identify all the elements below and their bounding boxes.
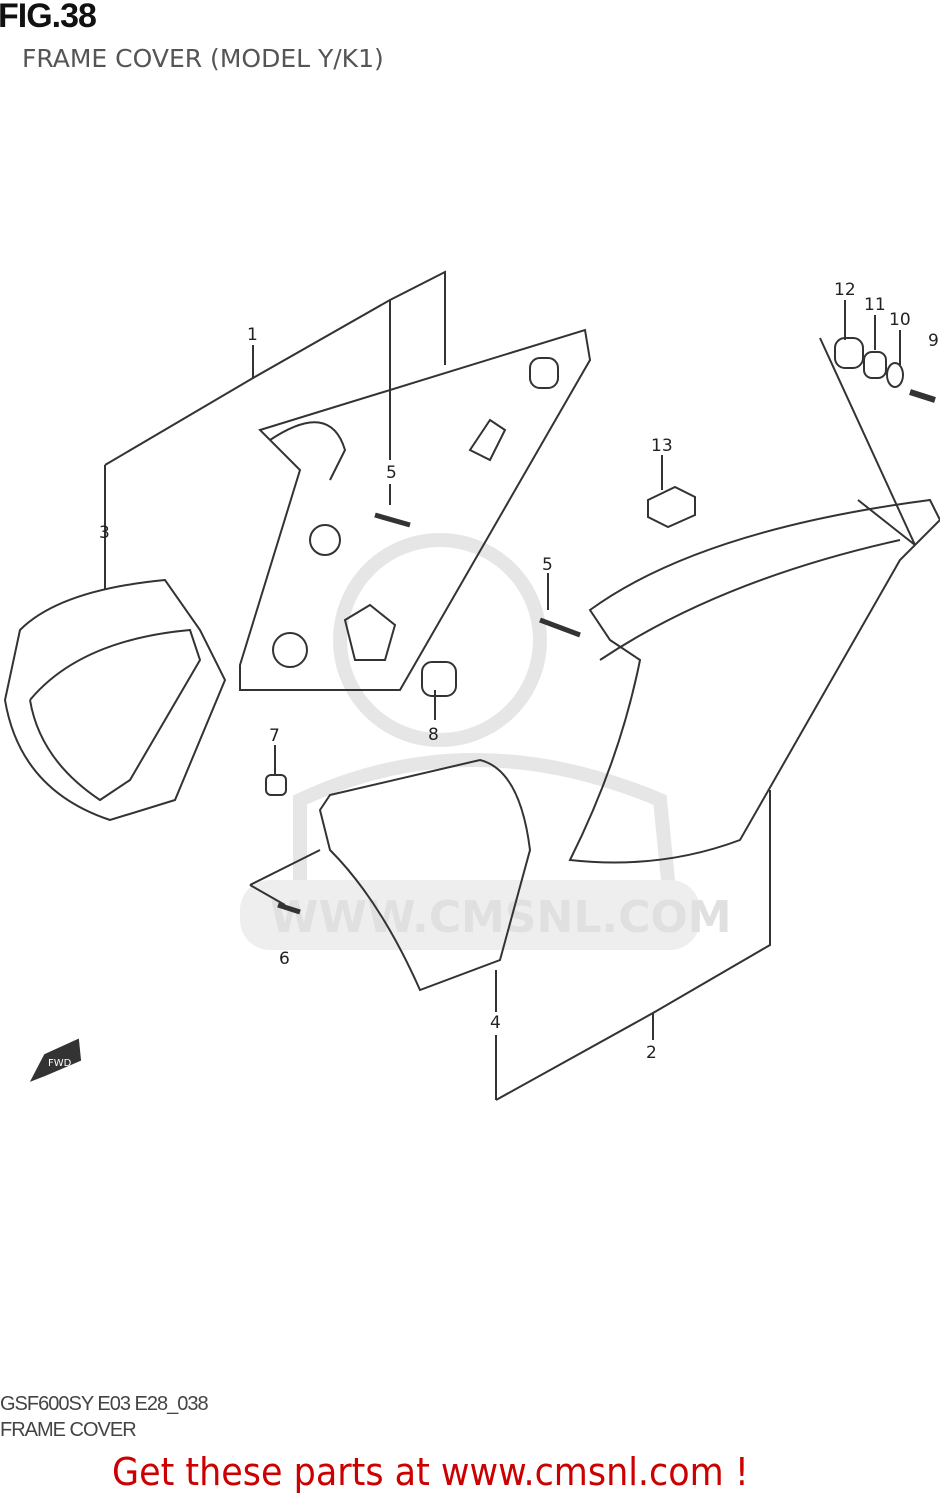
- part-7-nut: [265, 774, 287, 796]
- diagram-lines: [3, 270, 940, 1101]
- part-12-grommet: [834, 337, 864, 369]
- callout-7: 7: [269, 726, 280, 746]
- part-10-washer: [886, 362, 904, 388]
- part-4-cover: [318, 758, 532, 992]
- watermark-logo: [240, 533, 700, 950]
- callout-3: 3: [99, 523, 110, 543]
- promo-link[interactable]: Get these parts at www.cmsnl.com !: [112, 1450, 749, 1494]
- callout-5: 5: [386, 463, 397, 483]
- figure-number: FIG.38: [0, 0, 97, 35]
- watermark-text: WWW.CMSNL.COM: [270, 892, 732, 943]
- callout-12: 12: [834, 280, 856, 300]
- callout-11: 11: [864, 295, 886, 315]
- diagram-name: FRAME COVER: [0, 1419, 137, 1441]
- part-8-grommet: [421, 661, 457, 697]
- callout-labels: 1 2 3 4 5 5 6 7 8 9 10 11 12 13: [99, 280, 939, 1063]
- callout-4: 4: [490, 1013, 501, 1033]
- callout-1: 1: [247, 325, 258, 345]
- part-3-cover: [3, 578, 227, 822]
- leader-1: [104, 345, 254, 466]
- part-6-screw: [277, 902, 301, 915]
- callout-8: 8: [428, 725, 439, 745]
- callout-6: 6: [279, 949, 290, 969]
- callout-13: 13: [651, 436, 673, 456]
- callout-5b: 5: [542, 555, 553, 575]
- part-9-bolt: [909, 389, 936, 403]
- fwd-label: FWD: [48, 1058, 72, 1069]
- part-11-collar: [863, 351, 887, 379]
- callout-2: 2: [646, 1043, 657, 1063]
- diagram-code: GSF600SY E03 E28_038: [0, 1393, 209, 1415]
- part-5-screw: [374, 512, 411, 528]
- part-1-side-cover: [239, 328, 592, 691]
- page-title: FRAME COVER (MODEL Y/K1): [22, 44, 384, 73]
- part-13-block: [647, 485, 696, 529]
- part-5-screw-b: [539, 617, 581, 638]
- callout-10: 10: [889, 310, 911, 330]
- part-2-frame-cover: [568, 498, 940, 864]
- fwd-arrow-icon: [29, 1038, 82, 1082]
- callout-9: 9: [928, 331, 939, 351]
